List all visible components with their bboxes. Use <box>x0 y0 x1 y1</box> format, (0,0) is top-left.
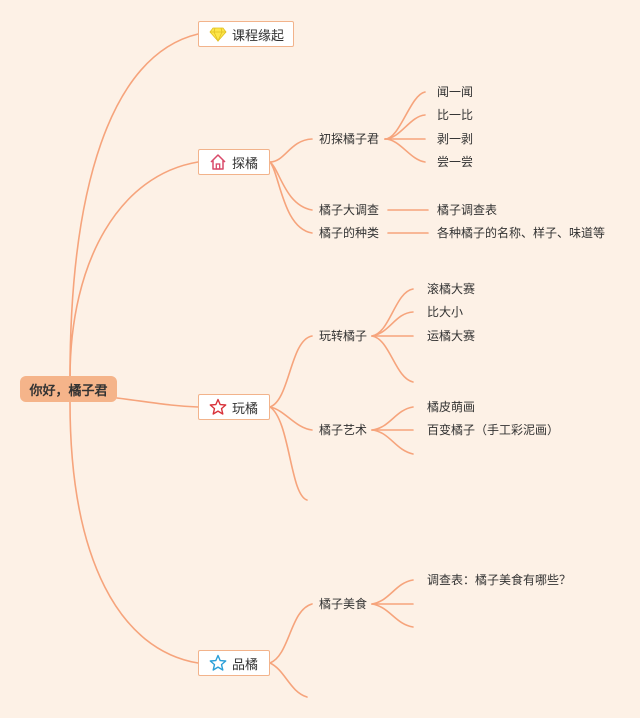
subtopic-juzi-meishi[interactable]: 橘子美食 <box>319 597 368 611</box>
branch-wanju-wanzhuan <box>269 335 313 408</box>
branch-wanzhuan-2 <box>371 311 414 337</box>
topic-kecheng-yuanqi[interactable]: 课程缘起 <box>198 21 294 47</box>
leaf-gezhong-juzi[interactable]: 各种橘子的名称、样子、味道等 <box>437 226 606 240</box>
branch-pinju-meishi <box>269 603 313 664</box>
root-label: 你好，橘子君 <box>29 383 108 399</box>
branch-meishi-3 <box>371 603 414 628</box>
topic-wanju[interactable]: 玩橘 <box>198 394 270 420</box>
branch-wanzhuan-4 <box>371 335 414 383</box>
subtopic-juzi-yishu[interactable]: 橘子艺术 <box>319 423 368 437</box>
leaf-bo-yi-bo[interactable]: 剥一剥 <box>437 132 474 146</box>
leaf-gunju-dasai[interactable]: 滚橘大赛 <box>427 282 476 296</box>
topic-label: 探橘 <box>232 156 259 172</box>
branch-tanju-dadiaocha <box>269 161 313 211</box>
branch-chutan-4 <box>384 138 426 163</box>
topic-tanju[interactable]: 探橘 <box>198 149 270 175</box>
branch-yishu-3 <box>371 429 414 455</box>
branch-root-to-pinju <box>69 401 199 664</box>
branch-chutan-2 <box>384 114 426 140</box>
branch-pinju-empty <box>269 662 308 698</box>
leaf-bianhua-juzi[interactable]: 百变橘子（手工彩泥画） <box>427 423 560 437</box>
star-red-icon <box>209 398 227 416</box>
house-icon <box>209 153 227 171</box>
topic-label: 品橘 <box>232 657 259 673</box>
subtopic-chutan-juzijun[interactable]: 初探橘子君 <box>319 132 380 146</box>
diamond-icon <box>209 25 227 43</box>
branch-chutan-1 <box>384 91 426 140</box>
leaf-chang-yi-chang[interactable]: 尝一尝 <box>437 155 474 169</box>
leaf-wen-yi-wen[interactable]: 闻一闻 <box>437 85 474 99</box>
branch-wanju-yishu <box>269 406 313 431</box>
branch-root-to-tanju <box>69 161 199 379</box>
branch-yishu-1 <box>371 406 414 431</box>
root-node[interactable]: 你好，橘子君 <box>20 376 117 402</box>
leaf-bi-daxiao[interactable]: 比大小 <box>427 305 464 319</box>
leaf-juzi-diaochabiao[interactable]: 橘子调查表 <box>437 203 498 217</box>
topic-pinju[interactable]: 品橘 <box>198 650 270 676</box>
branch-tanju-zhonglei <box>269 161 313 234</box>
star-blue-icon <box>209 654 227 672</box>
leaf-yunju-dasai[interactable]: 运橘大赛 <box>427 329 476 343</box>
branch-wanju-empty <box>269 406 308 501</box>
topic-label: 课程缘起 <box>232 28 285 44</box>
subtopic-juzi-dadiaocha[interactable]: 橘子大调查 <box>319 203 380 217</box>
subtopic-juzi-zhonglei[interactable]: 橘子的种类 <box>319 226 380 240</box>
subtopic-wanzhuan-juzi[interactable]: 玩转橘子 <box>319 329 368 343</box>
branch-tanju-chutan <box>269 138 313 163</box>
branch-root-to-kecheng <box>69 33 199 379</box>
topic-label: 玩橘 <box>232 401 259 417</box>
leaf-bi-yi-bi[interactable]: 比一比 <box>437 108 474 122</box>
leaf-meishi-diaochabiao[interactable]: 调查表：橘子美食有哪些？ <box>427 573 572 587</box>
branch-root-to-wanju <box>116 397 199 408</box>
leaf-jupi-menghua[interactable]: 橘皮萌画 <box>427 400 476 414</box>
branch-meishi-1 <box>371 579 414 605</box>
